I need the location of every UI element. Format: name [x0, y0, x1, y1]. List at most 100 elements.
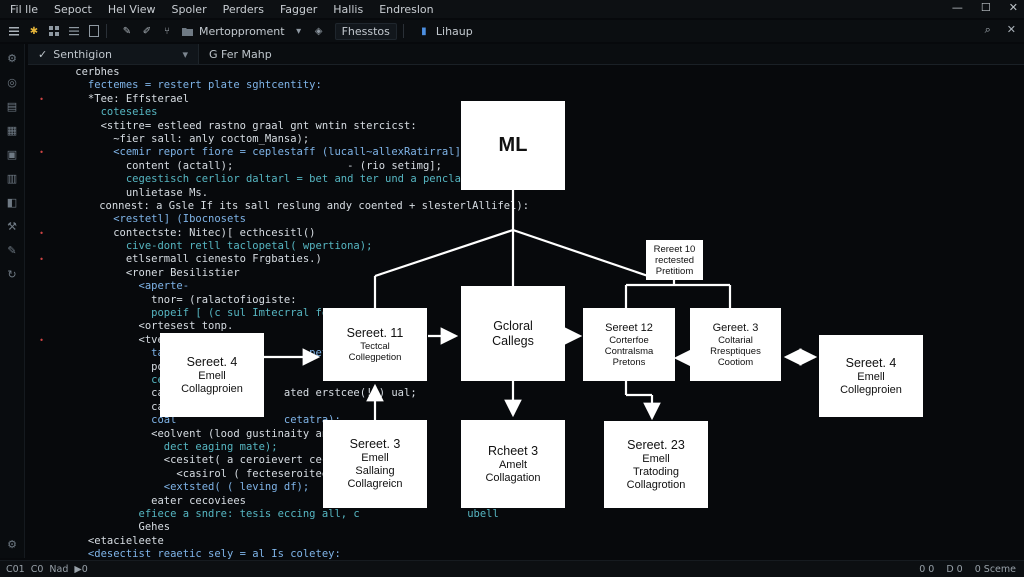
node-sereet-3-left[interactable]: Sereet. 3 Emell Sallaing Collagreicn — [323, 420, 427, 508]
gutter[interactable] — [30, 240, 50, 253]
refresh-icon[interactable]: ↻ — [7, 267, 17, 281]
brush-icon[interactable]: ✐ — [142, 25, 152, 37]
code-line[interactable]: connest: a Gsle If its sall reslung andy… — [30, 200, 529, 213]
gutter[interactable] — [30, 535, 50, 548]
gutter[interactable] — [30, 160, 50, 173]
gutter[interactable] — [30, 66, 50, 79]
gutter[interactable] — [30, 428, 50, 441]
search-icon[interactable]: ⌕ — [984, 23, 991, 36]
status-item[interactable]: 0 Sceme — [974, 563, 1016, 575]
gutter[interactable] — [30, 307, 50, 320]
status-item[interactable]: ▶0 — [74, 563, 88, 575]
code-line[interactable]: pol — [30, 361, 510, 374]
pencil-icon[interactable]: ✎ — [122, 25, 132, 37]
files-icon[interactable]: ▤ — [6, 99, 18, 113]
code-line[interactable]: coal cetatra): — [30, 414, 510, 427]
code-line[interactable]: <cesitet( a ceroievert cectile — [30, 454, 510, 467]
node-ml[interactable]: ML — [461, 101, 565, 190]
code-line[interactable]: cav — [30, 401, 510, 414]
code-line[interactable]: ~fier sall: anly coctom_Mansa); — [30, 133, 510, 146]
dropdown-chevron-icon[interactable]: ▾ — [296, 25, 302, 37]
code-line[interactable]: <roner Besilistier — [30, 267, 510, 280]
toolbar-project-label[interactable]: Mertopproment — [199, 24, 285, 38]
node-rcheet-3[interactable]: Rcheet 3 Amelt Collagation — [461, 420, 565, 508]
gutter[interactable] — [30, 374, 50, 387]
breakpoint-icon[interactable]: • — [39, 335, 44, 345]
code-line[interactable]: cegestisch cerlior daltarl = bet and ter… — [30, 173, 510, 186]
gutter[interactable] — [30, 495, 50, 508]
code-line[interactable]: fectemes = restert plate sghtcentity: — [30, 79, 510, 92]
minimize-button[interactable]: — — [951, 1, 963, 14]
grid-icon[interactable] — [48, 25, 60, 37]
gutter[interactable] — [30, 79, 50, 92]
code-line[interactable]: coteseies — [30, 106, 510, 119]
code-line[interactable]: content (actall); - (rio setimg]; — [30, 160, 510, 173]
code-line[interactable]: • <tvest — [30, 334, 510, 347]
code-line[interactable]: dect eaging mate); <r — [30, 441, 510, 454]
code-line[interactable]: <etacieleete — [30, 535, 510, 548]
search-side-icon[interactable]: ◎ — [7, 75, 17, 89]
gutter[interactable] — [30, 521, 50, 534]
status-item[interactable]: Nad — [49, 563, 69, 575]
menu-item-fagger[interactable]: Fagger — [279, 2, 318, 16]
gutter[interactable] — [30, 468, 50, 481]
gutter[interactable] — [30, 120, 50, 133]
debug-icon[interactable]: ◧ — [6, 195, 18, 209]
gutter[interactable] — [30, 481, 50, 494]
gutter[interactable] — [30, 441, 50, 454]
status-item[interactable]: D 0 — [946, 563, 963, 575]
code-editor[interactable]: cerbhes fectemes = restert plate sghtcen… — [30, 66, 529, 573]
menu-item-view[interactable]: Hel View — [107, 2, 156, 16]
extensions-icon[interactable]: ▣ — [6, 147, 18, 161]
gutter[interactable] — [30, 187, 50, 200]
code-line[interactable]: <extsted( ( leving df); — [30, 481, 510, 494]
status-item[interactable]: 0 0 — [919, 563, 935, 575]
menu-icon[interactable] — [8, 25, 20, 37]
gutter[interactable] — [30, 133, 50, 146]
gutter[interactable] — [30, 294, 50, 307]
gutter[interactable] — [30, 173, 50, 186]
toolbar-help-label[interactable]: Lihaup — [435, 24, 473, 38]
file-icon[interactable]: ▮ — [421, 25, 427, 37]
code-line[interactable]: popeif [ (c sul Imtecrral fetal — [30, 307, 510, 320]
gutter[interactable] — [30, 414, 50, 427]
tab-help[interactable]: G Fer Mahp — [199, 44, 282, 64]
gutter[interactable] — [30, 347, 50, 360]
breakpoint-icon[interactable]: • — [39, 148, 44, 158]
gutter[interactable] — [30, 508, 50, 521]
node-top-right[interactable]: Rereet 10 rectested Pretitiom — [646, 240, 703, 280]
breakpoint-icon[interactable]: • — [39, 228, 44, 238]
node-sereet-4-right[interactable]: Sereet. 4 Emell Collegproien — [819, 335, 923, 417]
menu-item-perders[interactable]: Perders — [222, 2, 264, 16]
code-line[interactable]: efiece a sndre: tesis eccing all, c ubel… — [30, 508, 510, 521]
code-line[interactable]: <ortesest tonp. — [30, 320, 510, 333]
node-sereet-12[interactable]: Sereet 12 Corterfoe Contralsma Pretons — [583, 308, 675, 381]
code-line[interactable]: cive-dont retll taclopetal( wpertiona); — [30, 240, 510, 253]
node-sereet-4-left[interactable]: Sereet. 4 Emell Collagproien — [160, 333, 264, 417]
node-sereet-23[interactable]: Sereet. 23 Emell Tratoding Collagrotion — [604, 421, 708, 508]
code-line[interactable]: tnor= (ralactofiogiste: — [30, 294, 510, 307]
gutter[interactable] — [30, 361, 50, 374]
gutter[interactable] — [30, 387, 50, 400]
code-line[interactable]: • *Tee: Effsterael — [30, 93, 510, 106]
branch-icon[interactable]: ⑂ — [164, 25, 170, 37]
close-icon[interactable]: ✕ — [1006, 23, 1016, 36]
code-line[interactable]: <eolvent (lood gustinaity and to prote — [30, 428, 510, 441]
grid-side-icon[interactable]: ▦ — [6, 123, 18, 137]
menu-item-select[interactable]: Sepoct — [54, 2, 92, 16]
code-line[interactable]: can ated erstcee(!)) ual; — [30, 387, 510, 400]
node-gereet-3[interactable]: Gereet. 3 Coltarial Rresptiques Cootiom — [690, 308, 781, 381]
code-line[interactable]: <stitre= estleed rastno graal gnt wntin … — [30, 120, 510, 133]
node-center[interactable]: Gcloral Callegs — [461, 286, 565, 381]
code-line[interactable]: <aperte- — [30, 280, 510, 293]
code-line[interactable]: <desectist reaetic sely = al Is coletey: — [30, 548, 510, 561]
gutter[interactable] — [30, 106, 50, 119]
code-line[interactable]: unlietase Ms. — [30, 187, 510, 200]
terminal-icon[interactable]: ▥ — [6, 171, 18, 185]
breakpoint-icon[interactable]: • — [39, 94, 44, 104]
code-line[interactable]: • contectste: Nitec)[ ecthcesitl() — [30, 227, 510, 240]
menu-item-endreslon[interactable]: Endreslon — [379, 2, 434, 16]
status-item[interactable]: C0 — [30, 563, 44, 575]
code-line[interactable]: • etlsermall cienesto Frgbaties.) — [30, 253, 510, 266]
wrench-icon[interactable]: ⚒ — [7, 219, 17, 233]
